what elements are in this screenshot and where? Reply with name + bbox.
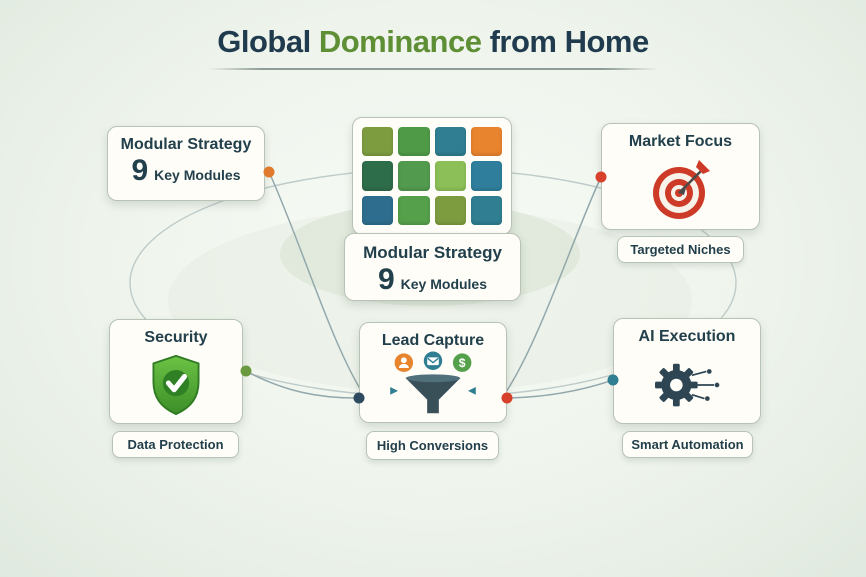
module-grid-cell bbox=[362, 127, 394, 157]
card-title: AI Execution bbox=[638, 328, 736, 345]
badge-data-protection: Data Protection bbox=[112, 431, 239, 458]
module-grid-cell bbox=[434, 161, 466, 191]
card-title: Modular Strategy bbox=[120, 136, 252, 153]
card-security: Security bbox=[109, 319, 243, 424]
title-word-global: Global bbox=[217, 24, 311, 59]
envelope-icon bbox=[423, 351, 443, 370]
card-title: Modular Strategy bbox=[363, 243, 502, 262]
card-lead-capture: Lead Capture $ bbox=[359, 322, 507, 423]
module-grid-cell bbox=[434, 195, 466, 225]
page-title: Global Dominance from Home bbox=[0, 24, 866, 70]
card-title: Market Focus bbox=[628, 133, 733, 150]
arrow-left-icon bbox=[468, 386, 476, 395]
arrow-right-icon bbox=[390, 386, 398, 395]
module-grid-cell bbox=[434, 127, 466, 157]
card-module-grid bbox=[352, 117, 512, 235]
module-grid-cell bbox=[362, 161, 394, 191]
svg-text:$: $ bbox=[459, 356, 466, 370]
card-title: Security bbox=[144, 329, 208, 346]
module-grid-cell bbox=[362, 195, 394, 225]
module-count: 9 bbox=[131, 154, 149, 187]
funnel-shape bbox=[405, 374, 461, 414]
title-word-from-home: from Home bbox=[489, 24, 650, 59]
title-underline bbox=[208, 68, 658, 70]
module-count-label: Key Modules bbox=[154, 167, 241, 183]
circuit-lines bbox=[691, 370, 715, 399]
page-title-text: Global Dominance from Home bbox=[0, 24, 866, 60]
card-modular-strategy-center: Modular Strategy 9 Key Modules bbox=[344, 233, 521, 301]
badge-smart-automation: Smart Automation bbox=[622, 431, 753, 458]
module-grid-cell bbox=[470, 195, 502, 225]
badge-high-conversions: High Conversions bbox=[366, 431, 499, 460]
shield-check-icon bbox=[152, 354, 200, 416]
module-count-label: Key Modules bbox=[400, 276, 488, 292]
target-icon bbox=[652, 160, 710, 219]
dollar-icon: $ bbox=[452, 353, 472, 372]
connector-path-right bbox=[509, 379, 614, 399]
connector-dot bbox=[263, 166, 275, 178]
card-title: Lead Capture bbox=[381, 332, 485, 349]
module-grid-cell bbox=[398, 161, 430, 191]
person-icon bbox=[394, 353, 414, 372]
module-grid-cell bbox=[470, 127, 502, 157]
card-market-focus: Market Focus bbox=[601, 123, 760, 230]
badge-targeted-niches: Targeted Niches bbox=[617, 236, 744, 263]
title-word-dominance: Dominance bbox=[318, 24, 482, 59]
module-grid-cell bbox=[398, 195, 430, 225]
connector-path-left bbox=[245, 370, 357, 399]
module-grid bbox=[362, 127, 502, 225]
card-ai-execution: AI Execution bbox=[613, 318, 761, 424]
module-grid-cell bbox=[398, 127, 430, 157]
gear-icon bbox=[655, 363, 720, 406]
module-count: 9 bbox=[377, 263, 395, 296]
card-modular-strategy-left: Modular Strategy 9 Key Modules bbox=[107, 126, 265, 201]
funnel-icon: $ bbox=[390, 351, 476, 414]
module-grid-cell bbox=[470, 161, 502, 191]
